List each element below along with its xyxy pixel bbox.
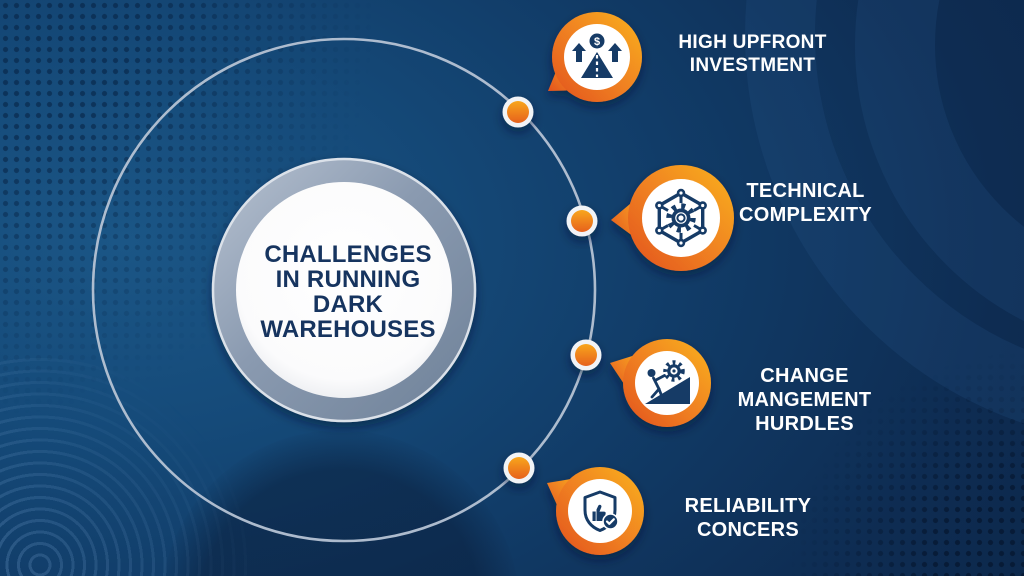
label-line: TECHNICAL [746,180,865,202]
center-disc [236,182,452,398]
connector-dot-2 [571,210,593,232]
label-high-upfront-investment: HIGH UPFRONT INVESTMENT [645,31,860,77]
label-change-management-hurdles: CHANGE MANGEMENT HURDLES [692,364,917,436]
bubble-white-disc [568,479,632,543]
label-line: HURDLES [755,413,854,435]
label-line: MANGEMENT [737,389,872,411]
connector-dot-3 [575,344,597,366]
money-growth-icon: $ [572,33,622,78]
title-line: CHALLENGES [264,241,432,268]
label-line: RELIABILITY [684,495,812,517]
connector-dot-1 [507,101,529,123]
label-line: INVESTMENT [689,55,816,76]
bubble-investment: $ [548,12,642,102]
title-line: WAREHOUSES [260,316,436,343]
label-technical-complexity: TECHNICAL COMPLEXITY [698,179,913,227]
label-line: CONCERS [696,519,800,541]
gear-network-icon [655,188,707,248]
bubble-reliability [547,467,644,555]
label-line: HIGH UPFRONT [678,32,827,53]
center-circle-group [211,157,477,423]
shield-thumbs-up-icon [583,490,619,532]
orbit-connector-dots [502,96,602,484]
dollar-glyph: $ [594,36,600,48]
connector-dot-4 [508,457,530,479]
title-line: IN RUNNING [275,266,421,293]
label-line: CHANGE [760,365,849,387]
page-title: CHALLENGES IN RUNNING DARK WAREHOUSES [234,242,462,342]
uphill-gear-icon [645,360,690,404]
bubble-technical [611,165,734,271]
label-line: COMPLEXITY [738,204,872,226]
orbit-circle [91,37,597,543]
bubble-change-management [610,339,711,427]
label-reliability-concerns: RELIABILITY CONCERS [642,494,854,542]
title-line: DARK [312,291,384,318]
